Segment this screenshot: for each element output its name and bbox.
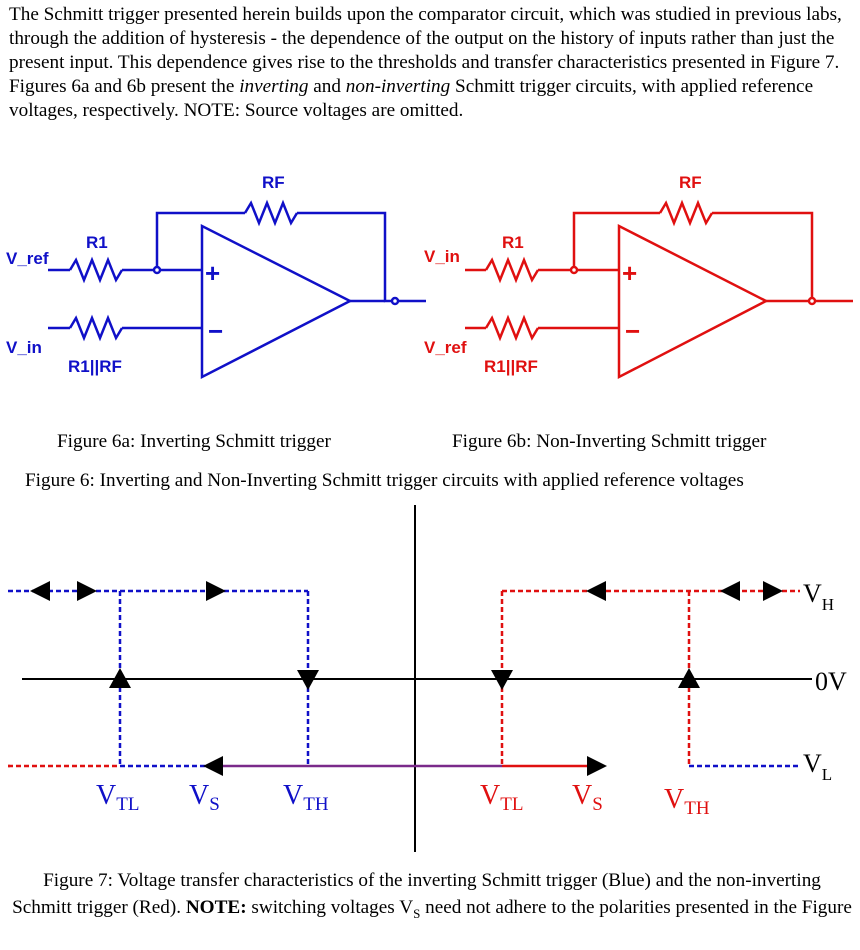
plus-6a: +	[205, 258, 220, 288]
resistor-r1-6b	[484, 256, 540, 284]
node-6b-in	[569, 265, 579, 275]
caption-6a: Figure 6a: Inverting Schmitt trigger	[57, 431, 331, 452]
circuit-6b	[465, 199, 853, 380]
label-rf-6a: RF	[262, 173, 285, 192]
caption-6b: Figure 6b: Non-Inverting Schmitt trigger	[452, 431, 767, 452]
figure-6-circuits: RF R1 V_ref V_in R1||RF + − RF R1 V_in V…	[6, 173, 853, 380]
arrow-up-vth-red	[678, 668, 700, 688]
label-vin-6b: V_in	[424, 247, 460, 266]
arrow-right-vs-red	[587, 756, 607, 776]
arrows	[30, 581, 783, 776]
opamp-6a	[200, 223, 353, 380]
resistor-r1rf-6b	[484, 314, 540, 342]
label-vref-6a: V_ref	[6, 249, 49, 268]
arrow-left-vs-red	[586, 581, 606, 601]
label-vth-blue: VTH	[283, 780, 329, 815]
resistor-rf-6a	[243, 199, 299, 227]
arrow-down-vtl-red	[491, 670, 513, 690]
intro-noninverting: non-inverting	[345, 76, 451, 97]
label-r1rf-6b: R1||RF	[484, 357, 538, 376]
caption-7: Figure 7: Voltage transfer characteristi…	[12, 870, 852, 921]
opamp-6b	[617, 223, 769, 380]
node-6a-out	[390, 296, 400, 306]
label-vtl-red: VTL	[480, 780, 523, 815]
node-6b-out	[807, 296, 817, 306]
arrow-right-1	[77, 581, 97, 601]
arrow-left-vh	[720, 581, 740, 601]
red-threshold-labels: VTL VS VTH	[480, 780, 710, 819]
minus-6a: −	[208, 316, 223, 346]
label-vl: VL	[803, 749, 832, 784]
label-vs-red: VS	[572, 780, 603, 815]
intro-paragraph: The Schmitt trigger presented herein bui…	[9, 3, 855, 123]
resistor-r1-6a	[68, 256, 124, 284]
label-rf-6b: RF	[679, 173, 702, 192]
label-vh: VH	[803, 579, 834, 614]
resistor-r1rf-6a	[68, 314, 124, 342]
circuit-6a	[48, 199, 426, 380]
blue-threshold-labels: VTL VS VTH	[96, 780, 329, 815]
label-r1-6b: R1	[502, 233, 524, 252]
wire-6a-top	[155, 211, 245, 268]
caption-6: Figure 6: Inverting and Non-Inverting Sc…	[25, 470, 744, 491]
label-r1rf-6a: R1||RF	[68, 357, 122, 376]
intro-inverting: inverting	[239, 76, 309, 97]
node-6a-in	[152, 265, 162, 275]
arrow-right-2	[206, 581, 226, 601]
wire-6a-feedback	[297, 211, 426, 303]
label-0v: 0V	[815, 667, 847, 696]
minus-6b: −	[625, 316, 640, 346]
intro-and: and	[308, 76, 346, 97]
label-vref-6b: V_ref	[424, 338, 467, 357]
intro-text-1: The Schmitt trigger presented herein bui…	[9, 4, 842, 97]
arrow-left-1	[30, 581, 50, 601]
wire-6b-feedback	[712, 211, 853, 303]
red-curve	[8, 589, 800, 768]
figure-7-transfer: VH 0V VL VTL VS VTH VTL VS VTH	[8, 505, 847, 852]
wire-6b-top	[572, 211, 660, 268]
arrow-down-vth-blue	[297, 670, 319, 690]
arrow-up-vtl-blue	[109, 668, 131, 688]
arrow-right-vh	[763, 581, 783, 601]
arrow-left-vs-blue	[203, 756, 223, 776]
plus-6b: +	[622, 258, 637, 288]
caption-7-note: NOTE:	[185, 897, 247, 918]
resistor-rf-6b	[658, 199, 714, 227]
intro-text-2: Schmitt trigger circuits, with applied r…	[9, 76, 814, 121]
label-r1-6a: R1	[86, 233, 108, 252]
label-vth-red: VTH	[664, 784, 710, 819]
label-vin-6a: V_in	[6, 338, 42, 357]
label-vs-blue: VS	[189, 780, 220, 815]
label-vtl-blue: VTL	[96, 780, 139, 815]
